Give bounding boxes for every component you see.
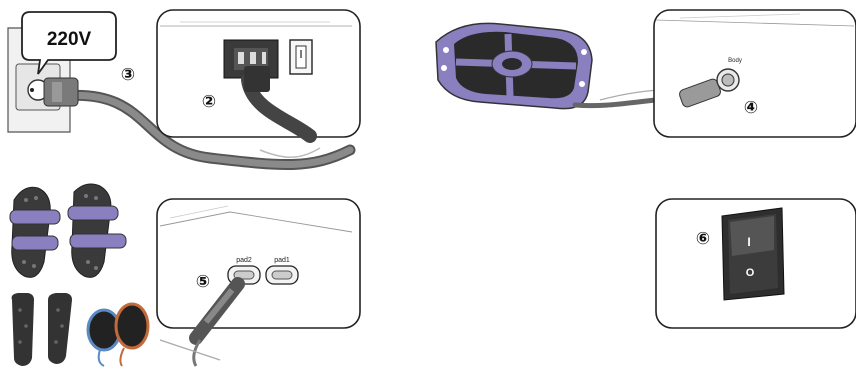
hand-electrodes <box>10 184 126 277</box>
pad1-label: pad1 <box>274 257 290 264</box>
round-electrode-pads <box>88 304 148 366</box>
pad-cable-tail <box>160 340 220 360</box>
foot-rollers <box>12 293 72 366</box>
step-6-label: ⑥ <box>696 229 710 249</box>
wall-plug <box>44 78 78 106</box>
step-4-label: ④ <box>744 98 758 118</box>
step-2-label: ② <box>202 92 216 112</box>
step-3-label: ③ <box>121 65 135 85</box>
body-port-label: Body <box>728 58 742 64</box>
panel-pad-ports: pad2 pad1 ⑤ <box>157 199 360 366</box>
panel-power-inlet: ② <box>157 10 360 137</box>
switch-off-label: O <box>746 267 755 279</box>
step-3-marker: ③ <box>121 65 135 85</box>
pad2-label: pad2 <box>236 257 252 264</box>
panel-body-port: Body ④ <box>654 10 856 137</box>
panel-power-switch: I O ⑥ <box>656 199 856 328</box>
switch-on-label: I <box>747 235 750 249</box>
voltage-label: 220V <box>47 29 92 50</box>
step-5-label: ⑤ <box>196 272 210 292</box>
foot-pad <box>436 23 592 108</box>
